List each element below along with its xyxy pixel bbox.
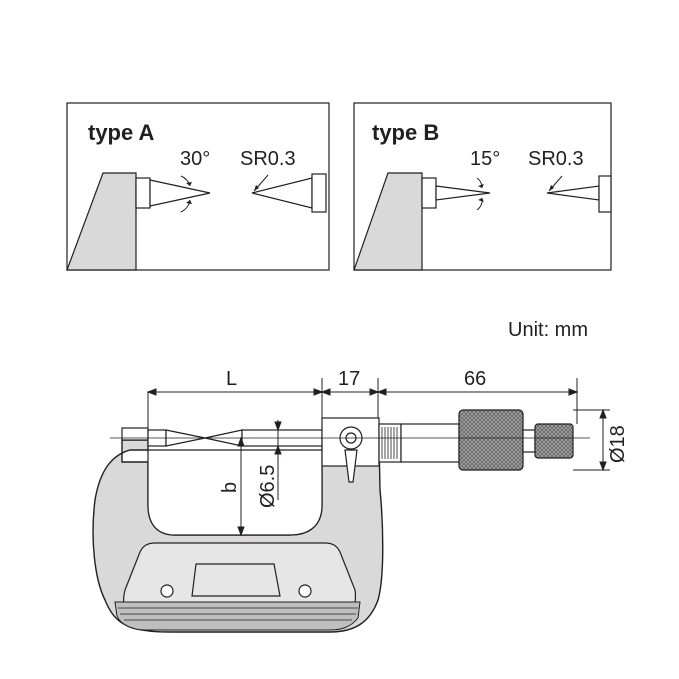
frame-window <box>191 563 281 597</box>
dim-d65-label: Ø6.5 <box>257 465 279 508</box>
type-a-anvil <box>66 172 137 271</box>
dimension-lines <box>146 378 610 537</box>
type-a-tip-collar <box>311 173 327 213</box>
type-a-title: type A <box>88 120 155 145</box>
micrometer <box>92 409 590 633</box>
plate-ribbing <box>114 601 361 631</box>
thimble <box>400 423 460 463</box>
dim-d18-label: Ø18 <box>607 425 629 463</box>
unit-label: Unit: mm <box>508 319 588 341</box>
type-b-cone-tip <box>435 185 491 201</box>
dim-b-label: b <box>219 482 241 493</box>
type-a-angle-label: 30° <box>180 148 210 170</box>
dim-l-label: L <box>226 368 237 390</box>
thimble-knurl-grip <box>458 409 524 471</box>
dim-66-label: 66 <box>464 368 486 390</box>
lock-lever <box>344 449 358 483</box>
plate-screw-left <box>160 584 174 598</box>
type-a-radius-label: SR0.3 <box>240 148 296 170</box>
type-b-angle-label: 15° <box>470 148 500 170</box>
type-b-title: type B <box>372 120 439 145</box>
plate-screw-right <box>298 584 312 598</box>
type-a-collar <box>135 177 151 209</box>
type-b-radius-label: SR0.3 <box>528 148 584 170</box>
type-a-panel: type A 30° SR0.3 <box>66 102 330 271</box>
ratchet-stop <box>534 423 574 459</box>
type-b-tip-collar <box>598 175 612 213</box>
type-b-collar <box>421 177 437 209</box>
type-b-anvil <box>353 172 423 271</box>
type-a-cone-tip <box>149 179 211 207</box>
ratchet-neck <box>522 429 536 453</box>
type-b-panel: type B 15° SR0.3 <box>353 102 612 271</box>
dim-17-label: 17 <box>338 368 360 390</box>
